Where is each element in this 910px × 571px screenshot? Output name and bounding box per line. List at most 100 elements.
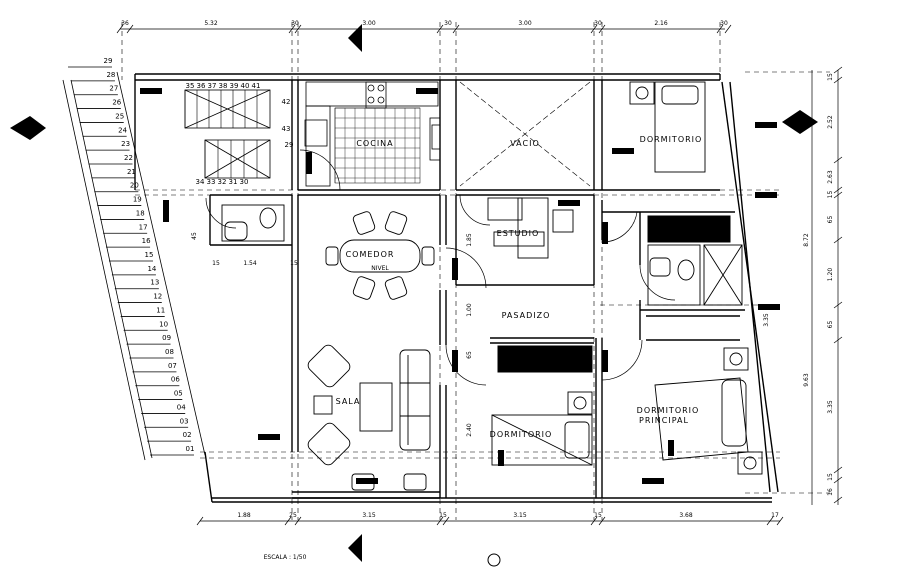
dimension-label-right: 2.52 xyxy=(827,115,834,129)
dimension-label-inner: 3.35 xyxy=(763,313,770,327)
dimension-label-right: 15 xyxy=(827,473,834,481)
toilet-icon xyxy=(259,207,277,229)
stair-step-number: 33 xyxy=(207,178,216,186)
dimension-tick xyxy=(598,516,606,526)
dimension-label-right-total: 9.63 xyxy=(803,373,810,387)
section-mark-left xyxy=(10,116,46,140)
stair-step-number: 19 xyxy=(133,196,142,204)
dimension-label-bottom: 17 xyxy=(771,512,779,519)
room-label-hallway: PASADIZO xyxy=(502,311,551,320)
stair-step-number: 24 xyxy=(118,126,127,134)
dimension-tick xyxy=(833,336,843,344)
stair-step-number: 32 xyxy=(218,178,227,186)
room-label-bedroom-2: DORMITORIO xyxy=(490,430,553,439)
right-dimension-ticks xyxy=(833,66,843,504)
dimension-label-right: 65 xyxy=(827,216,834,224)
window-symbols xyxy=(140,88,780,484)
upper-stair-steps xyxy=(184,90,258,178)
dimension-tick xyxy=(833,236,843,244)
section-mark-bottom-circle xyxy=(487,553,501,567)
dimension-tick xyxy=(294,24,302,34)
dimension-tick xyxy=(833,156,843,164)
stair-step-number: 09 xyxy=(162,334,171,342)
dimension-label-inner: 15 xyxy=(290,260,298,267)
dimension-label-top: 5.32 xyxy=(204,20,218,27)
stair-step-number: 39 xyxy=(230,82,239,90)
stair-step-number: 05 xyxy=(174,390,183,398)
dimension-tick xyxy=(126,24,134,34)
dimension-label-right: 2.63 xyxy=(827,170,834,184)
bedroom-2-furniture xyxy=(491,391,593,466)
sink-icon xyxy=(224,221,248,241)
stair-step-number: 06 xyxy=(171,376,180,384)
doors xyxy=(205,149,676,386)
stair-step-number: 43 xyxy=(282,125,291,133)
room-label-master-bedroom: DORMITORIO xyxy=(637,406,700,415)
dimension-tick xyxy=(590,24,598,34)
dimension-label-inner: 1.85 xyxy=(466,233,473,247)
stair-step-number: 27 xyxy=(109,85,118,93)
room-label-kitchen: COCINA xyxy=(356,139,393,148)
stair-step-number: 41 xyxy=(252,82,261,90)
stair-step-number: 36 xyxy=(197,82,206,90)
dimension-label-top: 3.00 xyxy=(362,20,376,27)
stair-step-number: 02 xyxy=(183,431,192,439)
bathroom-fixtures xyxy=(221,204,743,306)
dimension-lines xyxy=(120,28,839,522)
dimension-label-inner: 1.54 xyxy=(243,260,257,267)
dimension-label-bottom: 15 xyxy=(594,512,602,519)
dimension-tick xyxy=(833,496,843,504)
dimension-label-right-total: 8.72 xyxy=(803,233,810,247)
dimension-tick xyxy=(833,301,843,309)
dimension-tick xyxy=(833,76,843,84)
dimension-tick xyxy=(284,516,292,526)
dimension-label-top: 36 xyxy=(121,20,129,27)
top-dimension-ticks xyxy=(116,24,732,34)
stair-upper xyxy=(184,89,271,179)
dining-table xyxy=(325,211,435,300)
dimension-label-inner: 2.40 xyxy=(466,423,473,437)
sink-icon xyxy=(649,257,671,277)
dimension-tick xyxy=(288,24,296,34)
stair-step-number: 11 xyxy=(156,306,165,314)
stove-icon xyxy=(365,81,387,109)
stair-step-number: 07 xyxy=(168,362,177,370)
stair-step-number: 18 xyxy=(136,209,145,217)
master-bedroom-furniture xyxy=(654,347,763,475)
stair-flight-left xyxy=(62,66,206,461)
stair-step-number: 16 xyxy=(142,237,151,245)
dimension-label-bottom: 3.15 xyxy=(362,512,376,519)
living-furniture xyxy=(307,344,431,491)
stair-step-number: 13 xyxy=(150,279,159,287)
study-furniture xyxy=(487,197,574,259)
dimension-label-bottom: 15 xyxy=(439,512,447,519)
dimension-tick xyxy=(436,24,444,34)
dimension-tick xyxy=(833,66,843,74)
stair-step-number: 12 xyxy=(153,293,162,301)
dimension-tick xyxy=(724,24,732,34)
stair-step-number: 03 xyxy=(180,417,189,425)
stair-step-number: 29 xyxy=(285,141,294,149)
dimension-label-top: 2.16 xyxy=(654,20,668,27)
dimension-tick xyxy=(716,24,724,34)
dimension-tick xyxy=(766,516,774,526)
stair-step-number: 14 xyxy=(147,265,156,273)
dimension-label-right: 1.20 xyxy=(827,268,834,282)
stair-step-number: 23 xyxy=(121,140,130,148)
dimension-tick xyxy=(833,476,843,484)
wardrobe-bedroom xyxy=(497,345,593,373)
stair-step-number: 42 xyxy=(282,98,291,106)
dimension-label-inner: 1.00 xyxy=(466,303,473,317)
dimension-tick xyxy=(436,516,444,526)
dimension-label-right: 16 xyxy=(827,488,834,496)
stair-step-number: 25 xyxy=(115,112,124,120)
dimension-label-top: 3.00 xyxy=(518,20,532,27)
toilet-icon xyxy=(677,259,695,281)
dimension-tick xyxy=(833,186,843,194)
dimension-label-inner: 45 xyxy=(191,232,198,240)
wardrobes xyxy=(497,215,731,373)
dimension-label-right: 15 xyxy=(827,191,834,199)
